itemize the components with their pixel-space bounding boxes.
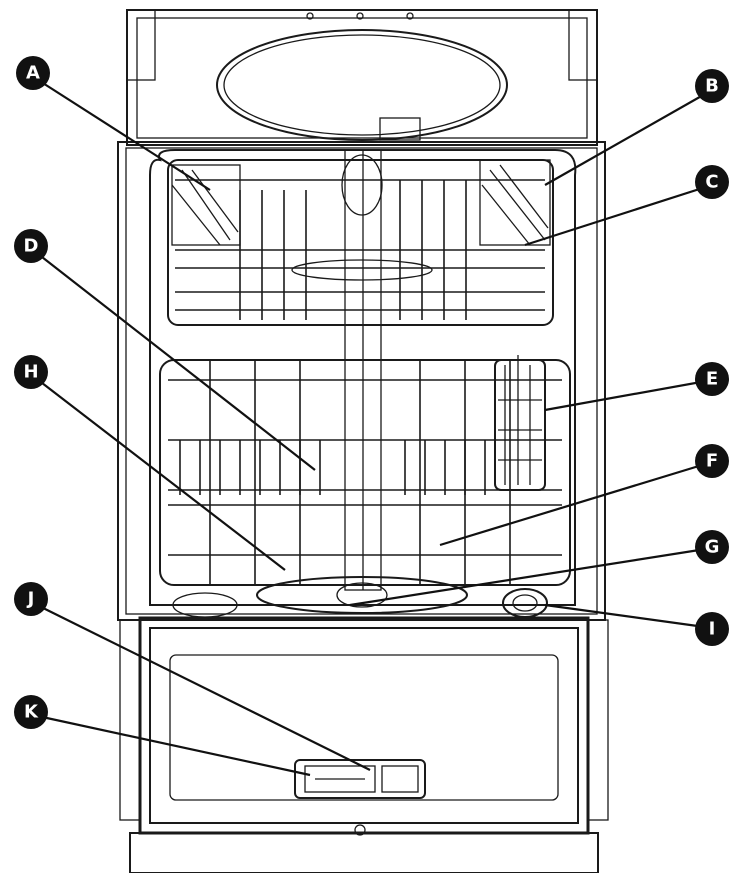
leader-e — [544, 378, 713, 412]
leader-k — [32, 713, 311, 777]
leader-g — [349, 546, 713, 607]
callout-a: A — [16, 56, 50, 90]
callout-c: C — [695, 165, 729, 199]
leader-f — [439, 460, 713, 547]
lower-rack — [159, 355, 571, 618]
callout-d: D — [14, 229, 48, 263]
callout-e: E — [695, 362, 729, 396]
callout-i-label: I — [709, 619, 716, 640]
callout-b-label: B — [705, 76, 719, 97]
callout-e-label: E — [706, 369, 718, 390]
door — [119, 616, 609, 873]
callouts: A B C D H E F G — [14, 56, 729, 729]
callout-b: B — [695, 69, 729, 103]
callout-c-label: C — [705, 172, 718, 193]
leader-j — [32, 602, 371, 771]
callout-h-label: H — [23, 362, 38, 383]
leader-b — [544, 89, 713, 186]
callout-d-label: D — [24, 236, 39, 257]
callout-k-label: K — [24, 702, 39, 723]
callout-h: H — [14, 355, 48, 389]
callout-f: F — [695, 444, 729, 478]
leader-i — [544, 603, 713, 630]
leader-d — [32, 249, 316, 471]
leader-c — [524, 183, 713, 247]
leader-lines — [32, 77, 713, 777]
callout-j-label: J — [26, 589, 35, 610]
leader-h — [32, 375, 286, 571]
callout-a-label: A — [26, 63, 40, 84]
callout-f-label: F — [706, 451, 718, 472]
upper-rack — [167, 154, 554, 326]
callout-g-label: G — [705, 537, 720, 558]
callout-k: K — [14, 695, 48, 729]
callout-i: I — [695, 612, 729, 646]
leader-a — [34, 77, 211, 191]
callout-j: J — [14, 582, 48, 616]
dishwasher-body — [117, 9, 606, 621]
callout-g: G — [695, 530, 729, 564]
